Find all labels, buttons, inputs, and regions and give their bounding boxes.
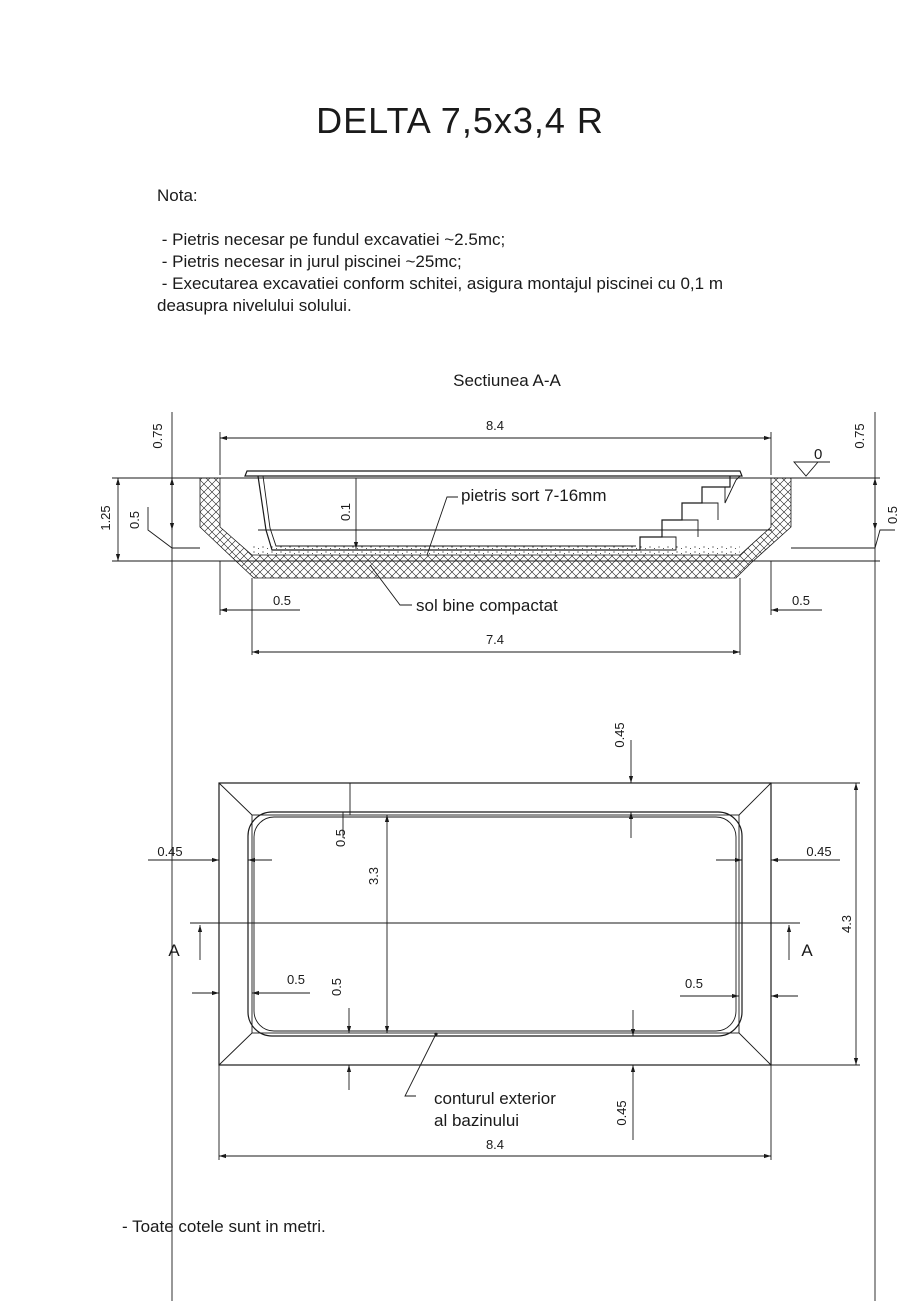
label-contour-line2: al bazinului [434,1111,519,1130]
pool-rim [244,470,743,477]
excavation-outline [218,782,772,1066]
dim-label-inner-right: 0.5 [685,976,703,991]
label-contour-line1: conturul exterior [434,1089,556,1108]
dim-label-top-gap: 0.45 [612,722,627,747]
dim-label-right-height-above: 0.75 [852,423,867,448]
note-line: deasupra nivelului solului. [157,296,352,315]
dim-label-gravel: 0.1 [338,503,353,521]
note-line: - Executarea excavatiei conform schitei,… [157,274,723,293]
dim-label-top-width: 8.4 [486,418,504,433]
level-marker-icon [793,461,819,477]
dim-label-right-gap: 0.45 [806,844,831,859]
note-line: - Pietris necesar pe fundul excavatiei ~… [157,230,506,249]
dim-label-bottom-left-step: 0.5 [273,593,291,608]
compacted-soil-hatch [199,477,792,579]
dim-label-outer-height: 4.3 [839,915,854,933]
footer-note: - Toate cotele sunt in metri. [122,1217,326,1236]
note-block: Nota: - Pietris necesar pe fundul excava… [157,185,877,317]
dim-label-outer-width: 8.4 [486,1137,504,1152]
section-marker-right: A [801,941,813,960]
pool-steps [640,475,741,551]
excavation-bottom-outline [251,814,740,1034]
dim-label-inner-left: 0.5 [287,972,305,987]
dim-label-left-offset: 0.5 [127,511,142,529]
dim-label-inner-bottom: 0.5 [329,978,344,996]
section-title: Sectiunea A-A [453,371,561,390]
note-line: - Pietris necesar in jurul piscinei ~25m… [157,252,462,271]
pool-contour [247,811,743,1037]
label-gravel: pietris sort 7-16mm [461,486,606,505]
dim-label-right-offset: 0.5 [885,506,900,524]
dim-label-bottom-right-step: 0.5 [792,593,810,608]
dim-label-left-height-above: 0.75 [150,423,165,448]
page-title: DELTA 7,5x3,4 R [316,100,604,141]
level-marker-label: 0 [814,446,822,463]
note-heading: Nota: [157,186,198,205]
dim-label-inner-height: 3.3 [366,867,381,885]
label-soil: sol bine compactat [416,596,558,615]
dim-label-bottom-gap: 0.45 [614,1100,629,1125]
dim-label-bottom-width: 7.4 [486,632,504,647]
section-marker-left: A [168,941,180,960]
dim-label-depth: 1.25 [98,505,113,530]
dim-label-left-gap: 0.45 [157,844,182,859]
dim-label-inner-top: 0.5 [333,829,348,847]
